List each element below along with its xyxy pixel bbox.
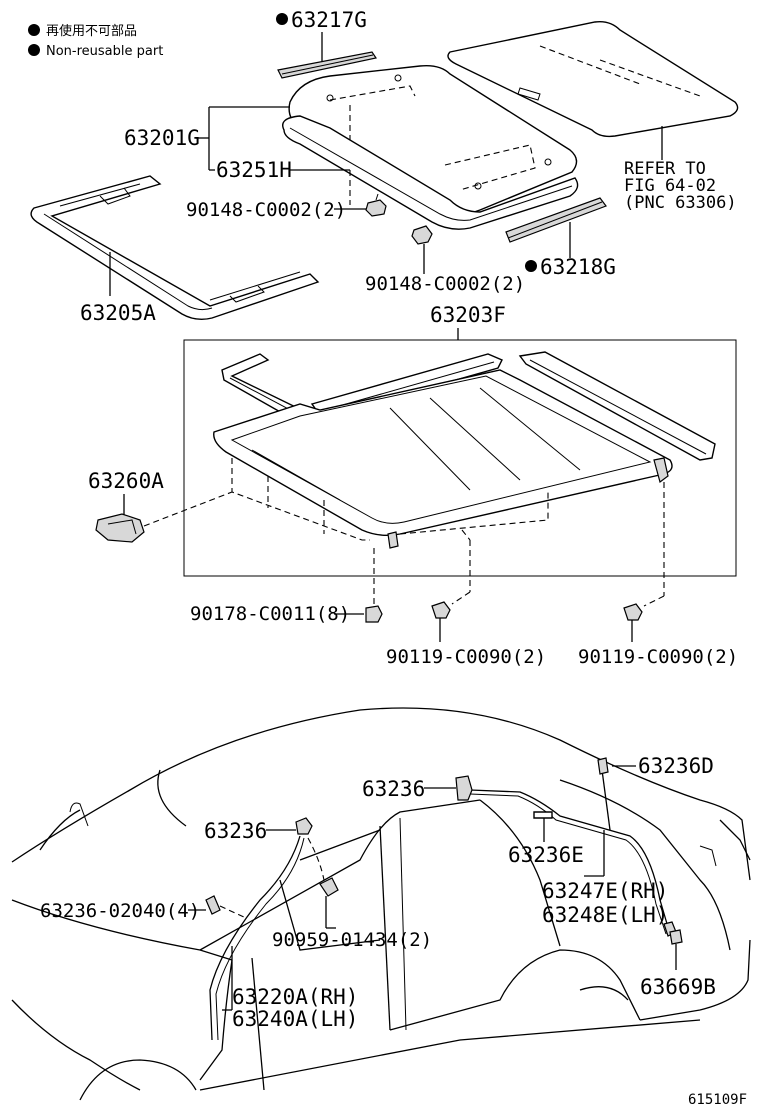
grommet-63236-a: 63236 xyxy=(362,775,473,801)
grommet-63236E: 63236E xyxy=(508,811,584,867)
label-90148-a: 90148-C0002(2) xyxy=(186,199,346,221)
part-63217G: 63217G xyxy=(276,8,377,79)
valve-63669B: 63669B xyxy=(640,921,716,999)
front-drain-hose xyxy=(209,835,305,1041)
bolt-90119-a: 90119-C0090(2) xyxy=(386,540,546,668)
refer-line2: FIG 64-02 xyxy=(624,176,716,196)
label-90119-b: 90119-C0090(2) xyxy=(578,646,738,668)
front-hose-leader: 63220A(RH) 63240A(LH) xyxy=(222,946,358,1031)
refer-line3: (PNC 63306) xyxy=(624,193,737,213)
label-63201G: 63201G xyxy=(124,126,200,150)
refer-line1: REFER TO xyxy=(624,159,706,179)
clip-63236-02040: 63236-02040(4) xyxy=(40,895,247,922)
rear-drain-hose xyxy=(469,769,671,935)
label-90148-b: 90148-C0002(2) xyxy=(365,273,525,295)
screw-90148-b: 90148-C0002(2) xyxy=(365,225,525,295)
clip-90959: 90959-01434(2) xyxy=(272,837,432,951)
frame-seal-63205A: 63205A xyxy=(30,175,320,325)
car-body-outline xyxy=(11,707,751,1101)
label-63251H: 63251H xyxy=(216,158,292,182)
label-63203F: 63203F xyxy=(430,303,506,327)
label-63236-a: 63236 xyxy=(362,777,425,801)
motor-63260A: 63260A xyxy=(88,469,233,543)
rear-hose-leader: 63247E(RH) 63248E(LH) xyxy=(542,830,668,927)
non-reusable-dot-icon xyxy=(28,44,40,56)
legend-cn-text: 再使用不可部品 xyxy=(46,23,137,39)
label-63240A: 63240A(LH) xyxy=(232,1007,358,1031)
sunshade-panel: REFER TO FIG 64-02 (PNC 63306) xyxy=(447,20,739,213)
label-63236D: 63236D xyxy=(638,754,714,778)
part-63218G: 63218G xyxy=(505,197,616,279)
label-63218G: 63218G xyxy=(540,255,616,279)
figure-id: 615109F xyxy=(688,1092,747,1108)
label-63260A: 63260A xyxy=(88,469,164,493)
glass-seal xyxy=(282,115,579,230)
label-63217G: 63217G xyxy=(291,8,367,32)
label-63205A: 63205A xyxy=(80,301,156,325)
label-63236-b: 63236 xyxy=(204,819,267,843)
legend: 再使用不可部品 Non-reusable part xyxy=(28,23,163,59)
label-90119-a: 90119-C0090(2) xyxy=(386,646,546,668)
label-63247E: 63247E(RH) xyxy=(542,879,668,903)
non-reusable-dot-icon xyxy=(525,260,537,272)
legend-en-text: Non-reusable part xyxy=(46,44,163,59)
screw-90148-a: 90148-C0002(2) xyxy=(186,193,387,221)
label-90959: 90959-01434(2) xyxy=(272,929,432,951)
label-63236-02040: 63236-02040(4) xyxy=(40,900,200,922)
label-63220A: 63220A(RH) xyxy=(232,985,358,1009)
grommet-63236-b: 63236 xyxy=(204,817,313,843)
non-reusable-dot-icon xyxy=(276,13,288,25)
non-reusable-dot-icon xyxy=(28,24,40,36)
label-90178: 90178-C0011(8) xyxy=(190,603,350,625)
bolt-90119-b: 90119-C0090(2) xyxy=(578,482,738,668)
leader-63201G: 63201G 63251H xyxy=(124,106,351,205)
nut-90178: 90178-C0011(8) xyxy=(190,548,383,625)
grommet-63236D: 63236D xyxy=(597,754,714,778)
label-63669B: 63669B xyxy=(640,975,716,999)
sunroof-housing-63203F: 63203F xyxy=(183,303,737,577)
label-63248E: 63248E(LH) xyxy=(542,903,668,927)
label-63236E: 63236E xyxy=(508,843,584,867)
